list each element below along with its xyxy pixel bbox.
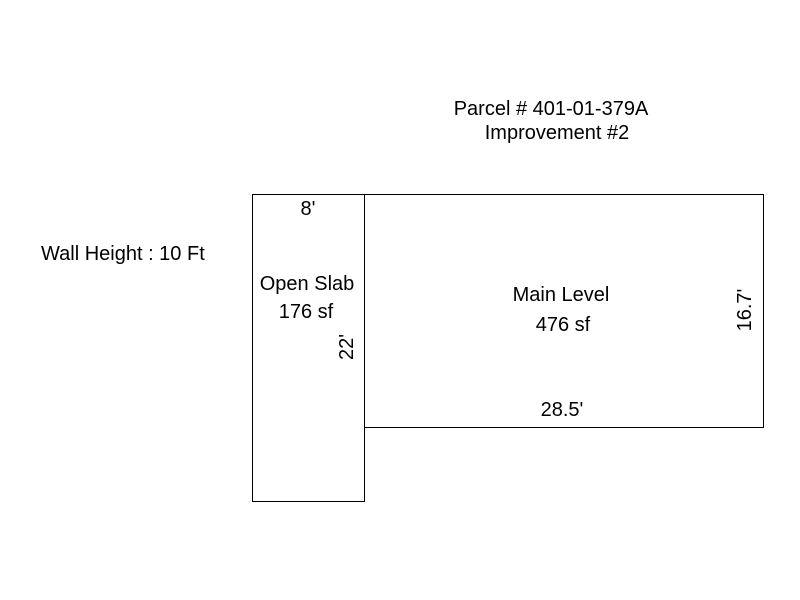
parcel-number: Parcel # 401-01-379A <box>453 98 649 120</box>
main-level-area: 476 sf <box>535 314 591 336</box>
wall-height-label: Wall Height : 10 Ft <box>41 243 205 265</box>
open-slab-name: Open Slab <box>259 273 355 295</box>
open-slab-length-dimension: 22' <box>336 333 358 361</box>
open-slab-width-dimension: 8' <box>300 198 316 220</box>
improvement-label: Improvement #2 <box>484 122 630 144</box>
main-level-depth-dimension: 16.7' <box>734 288 756 332</box>
main-level-name: Main Level <box>512 284 610 306</box>
main-level-width-dimension: 28.5' <box>540 399 584 421</box>
open-slab-area: 176 sf <box>278 301 334 323</box>
open-slab-outline <box>252 194 365 502</box>
main-level-outline <box>364 194 764 428</box>
